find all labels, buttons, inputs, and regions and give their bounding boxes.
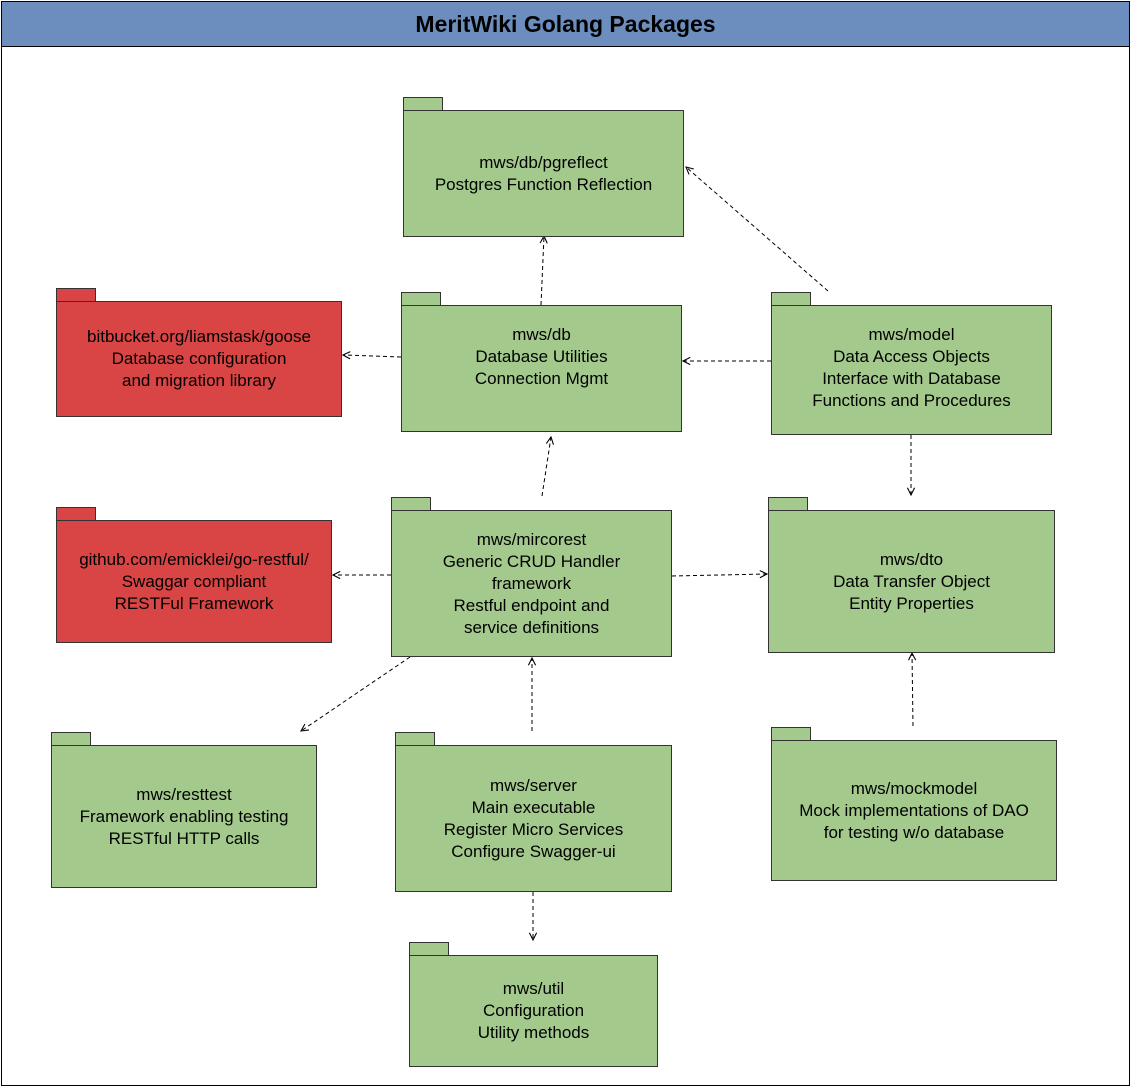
package-body: mws/util Configuration Utility methods — [409, 955, 658, 1067]
package-name: mws/db — [512, 325, 571, 344]
package-description: Postgres Function Reflection — [434, 174, 653, 194]
package-body: mws/db Database Utilities Connection Mgm… — [401, 305, 682, 432]
package-description: Restful endpoint and — [453, 595, 610, 615]
package-description: Data Access Objects — [833, 347, 990, 366]
package-name: mws/resttest — [136, 784, 232, 804]
package-description: Framework enabling testing — [79, 806, 289, 826]
package-name: bitbucket.org/liamstask/goose — [87, 327, 311, 346]
arrow-db-to-pgreflect — [541, 236, 544, 306]
package-name: mws/mircorest — [476, 529, 587, 549]
package-name: mws/util — [502, 979, 565, 998]
package-description: Configuration — [482, 1001, 585, 1020]
arrow-mircorest-to-dto — [671, 574, 767, 576]
diagram-title: MeritWiki Golang Packages — [415, 10, 716, 37]
package-tab — [401, 292, 441, 306]
package-description: Connection Mgmt — [474, 369, 609, 388]
package-tab — [771, 727, 811, 741]
arrow-mircorest-to-resttest — [301, 656, 411, 731]
package-description: Database Utilities — [475, 347, 608, 366]
package-tab — [403, 97, 443, 111]
package-tab — [51, 732, 91, 746]
package-description: Swaggar compliant — [121, 571, 267, 591]
package-body: mws/dto Data Transfer Object Entity Prop… — [768, 510, 1055, 653]
package-tab — [391, 497, 431, 511]
package-name: mws/server — [490, 775, 577, 795]
package-model: mws/model Data Access Objects Interface … — [771, 292, 1052, 435]
package-name: mws/db/pgreflect — [479, 152, 608, 172]
package-description: Utility methods — [477, 1023, 590, 1042]
package-tab — [56, 507, 96, 521]
package-description: service definitions — [463, 617, 600, 637]
package-util: mws/util Configuration Utility methods — [409, 942, 658, 1067]
package-description: Configure Swagger-ui — [451, 841, 616, 861]
package-name: mws/model — [868, 325, 955, 344]
package-body: mws/mockmodel Mock implementations of DA… — [771, 740, 1057, 881]
package-name: mws/mockmodel — [850, 778, 978, 798]
package-body: mws/db/pgreflect Postgres Function Refle… — [403, 110, 684, 237]
package-go-restful: github.com/emicklei/go-restful/ Swaggar … — [56, 507, 332, 643]
package-body: mws/server Main executable Register Micr… — [395, 745, 672, 892]
package-description: Generic CRUD Handler — [442, 551, 621, 571]
package-tab — [56, 288, 96, 302]
package-tab — [771, 292, 811, 306]
arrow-mockmodel-to-dto — [912, 653, 913, 727]
package-name: mws/dto — [879, 549, 944, 569]
package-description: Functions and Procedures — [812, 391, 1011, 410]
package-description: Main executable — [471, 797, 596, 817]
package-body: mws/resttest Framework enabling testing … — [51, 745, 317, 888]
package-description: RESTFul Framework — [114, 593, 274, 613]
package-body: mws/model Data Access Objects Interface … — [771, 305, 1052, 435]
package-body: bitbucket.org/liamstask/goose Database c… — [56, 301, 342, 417]
package-description: framework — [491, 573, 572, 593]
package-description: Entity Properties — [849, 593, 974, 613]
package-body: github.com/emicklei/go-restful/ Swaggar … — [56, 520, 332, 643]
package-tab — [409, 942, 449, 956]
package-name: github.com/emicklei/go-restful/ — [79, 549, 309, 569]
package-tab — [768, 497, 808, 511]
package-db: mws/db Database Utilities Connection Mgm… — [401, 292, 682, 432]
package-description: for testing w/o database — [823, 822, 1005, 842]
package-description: and migration library — [121, 371, 276, 390]
package-mockmodel: mws/mockmodel Mock implementations of DA… — [771, 727, 1057, 881]
package-resttest: mws/resttest Framework enabling testing … — [51, 732, 317, 888]
arrow-mircorest-to-db — [541, 437, 551, 497]
arrow-db-to-goose — [343, 355, 402, 357]
package-dto: mws/dto Data Transfer Object Entity Prop… — [768, 497, 1055, 653]
package-description: Data Transfer Object — [833, 571, 990, 591]
package-description: Database configuration — [111, 349, 287, 368]
package-tab — [395, 732, 435, 746]
title-bar: MeritWiki Golang Packages — [2, 2, 1129, 47]
package-mircorest: mws/mircorest Generic CRUD Handler frame… — [391, 497, 672, 657]
package-pgreflect: mws/db/pgreflect Postgres Function Refle… — [403, 97, 684, 237]
package-server: mws/server Main executable Register Micr… — [395, 732, 672, 892]
package-description: Interface with Database — [822, 369, 1001, 388]
package-goose: bitbucket.org/liamstask/goose Database c… — [56, 288, 342, 417]
package-description: Register Micro Services — [443, 819, 624, 839]
package-description: RESTful HTTP calls — [108, 828, 260, 848]
package-body: mws/mircorest Generic CRUD Handler frame… — [391, 510, 672, 657]
arrow-model-to-pgreflect — [686, 167, 829, 292]
package-description: Mock implementations of DAO — [799, 800, 1029, 820]
